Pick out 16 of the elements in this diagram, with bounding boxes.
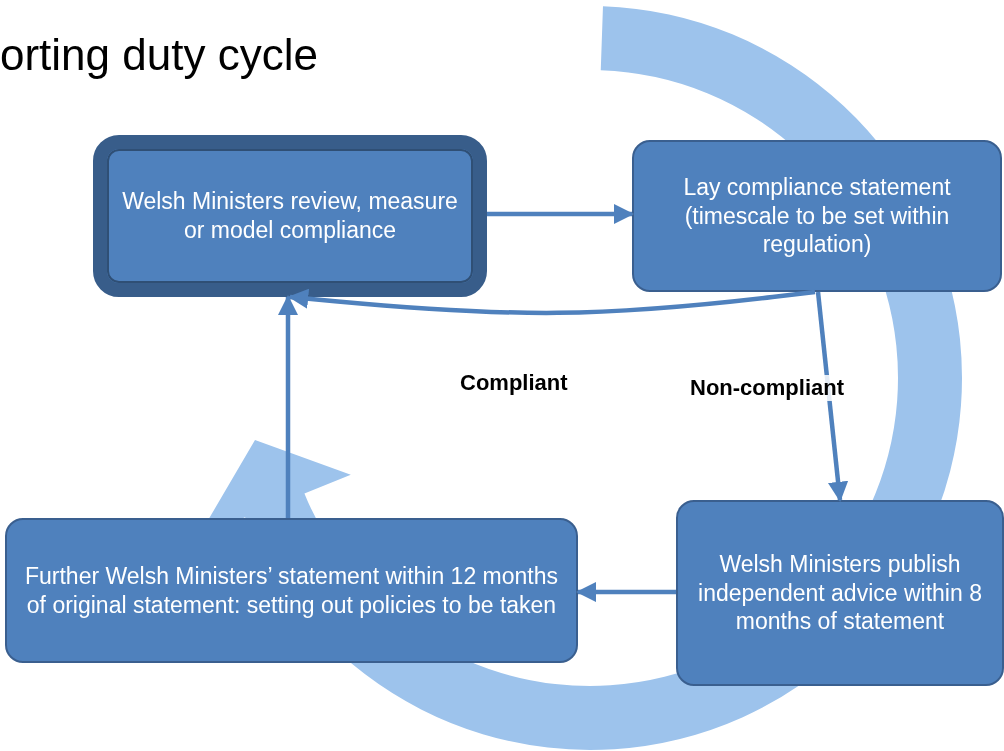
- box-text: Lay compliance statement (timescale to be set within regulation): [682, 172, 952, 260]
- edge-label: Non-compliant: [690, 375, 844, 401]
- process-box: [632, 140, 1002, 292]
- process-box: [676, 500, 1004, 686]
- box-text: Welsh Ministers publish independent advice within 8 months of statement: [697, 549, 983, 637]
- box-text: Further Welsh Ministers’ statement within 12 months of original statement: setting out policies to be taken: [23, 561, 559, 620]
- arrow: [815, 291, 849, 502]
- box-text: Welsh Ministers review, measure or model compliance: [121, 187, 459, 245]
- process-box: [93, 135, 487, 297]
- arrow: [277, 295, 299, 518]
- process-box: [5, 518, 578, 663]
- arrow: [288, 288, 816, 316]
- edge-label: Compliant: [460, 370, 568, 396]
- title: orting duty cycle: [0, 30, 318, 80]
- arrow: [487, 203, 635, 225]
- arrow: [576, 581, 676, 603]
